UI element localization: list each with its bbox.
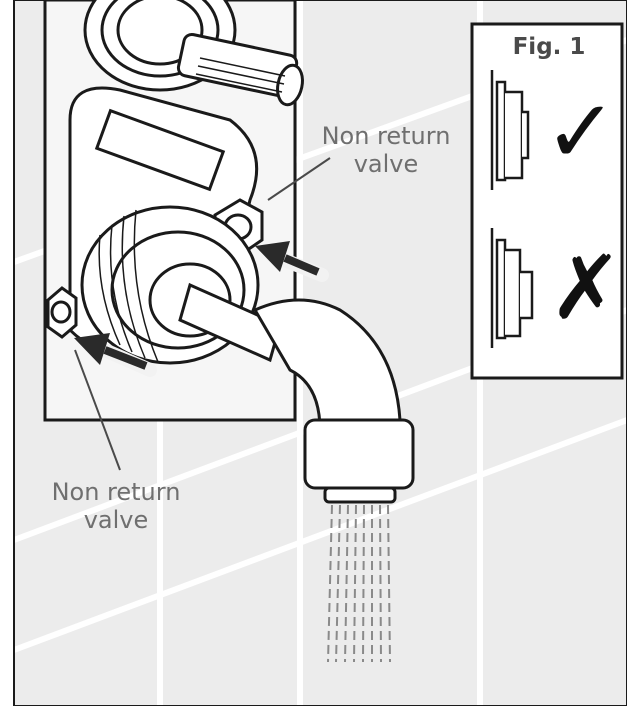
callout-top-line2: valve [353,150,419,178]
callout-bottom-line2: valve [83,506,149,534]
bottom-non-return-valve-nut [46,286,78,339]
callout-bottom-line1: Non return [51,478,181,506]
frame-border [13,0,627,706]
figure-title: Fig. 1 [512,34,586,60]
cross-mark-icon: ✗ [549,236,623,339]
test-pipe-elbow [178,282,415,504]
inset-incorrect-fitting [490,228,534,348]
arrow-bottom-valve [74,333,157,377]
callout-top-non-return-valve: Non return valve [300,122,472,178]
thread-ridges [98,209,159,363]
callout-top-line1: Non return [321,122,451,150]
leader-line-bottom [74,349,121,471]
check-mark-icon: ✓ [544,80,618,183]
inset-correct-fitting [490,70,530,190]
water-spray [327,504,391,663]
leader-line-top [267,157,331,201]
callout-bottom-non-return-valve: Non return valve [30,478,202,534]
arrow-top-valve [255,241,329,282]
spindle-splines [195,57,286,93]
